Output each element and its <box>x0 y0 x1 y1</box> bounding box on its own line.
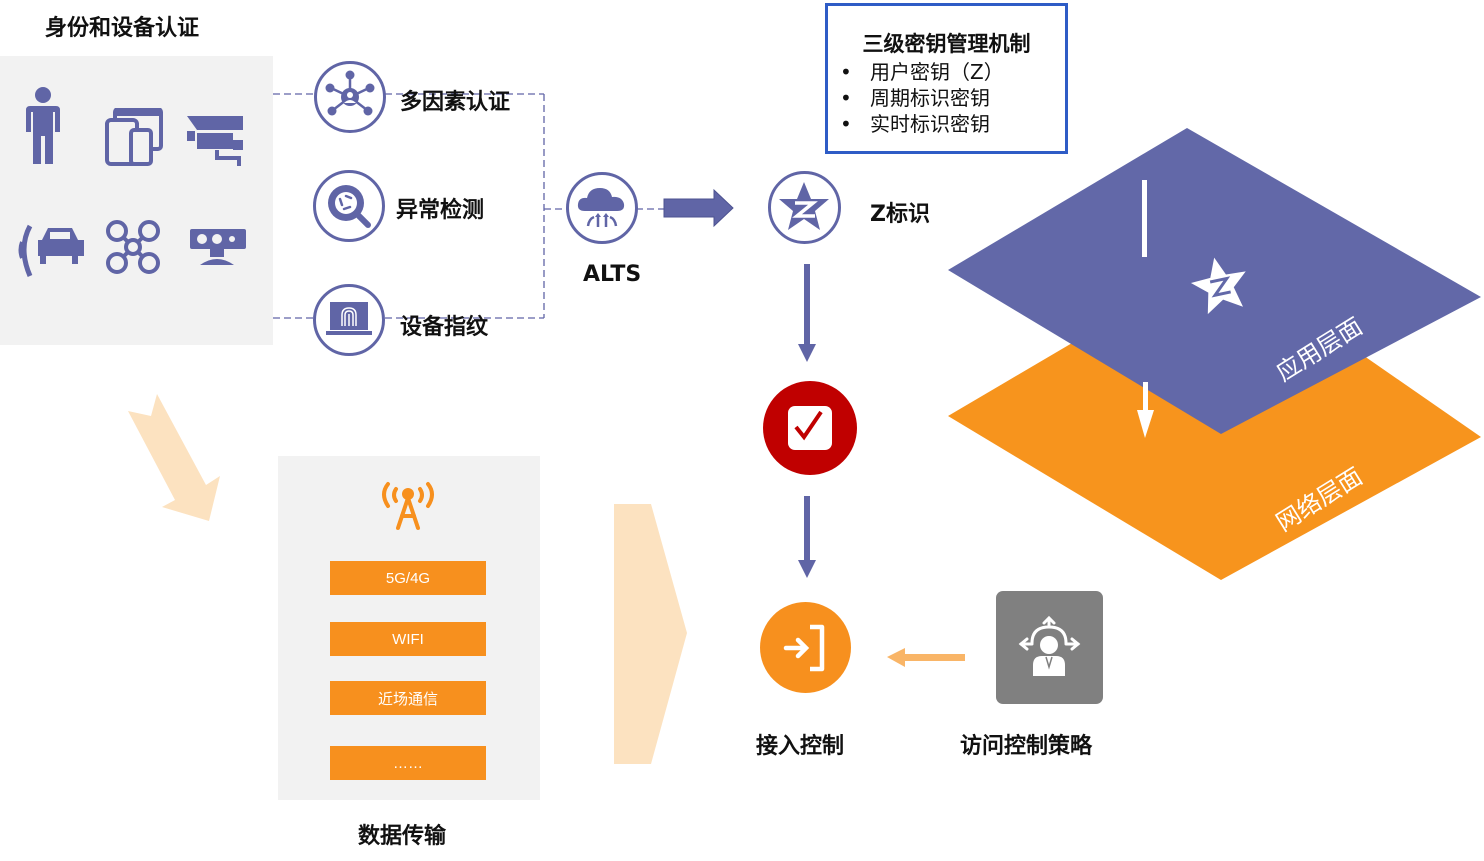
enter-icon <box>783 624 825 672</box>
identity-panel <box>0 56 273 345</box>
z-id-label: Z标识 <box>870 202 930 227</box>
flow-arrow-diagonal <box>128 394 220 521</box>
security-camera-icon <box>187 116 243 166</box>
sensor-camera-icon <box>190 229 246 265</box>
z-id-node <box>768 171 841 244</box>
multi-factor-auth-label: 多因素认证 <box>400 90 511 115</box>
alts-node <box>566 172 638 244</box>
fingerprint-laptop-icon <box>326 302 372 335</box>
z-star-icon <box>779 182 829 230</box>
verify-to-access-arrow <box>798 496 816 578</box>
access-policy-node <box>996 591 1103 704</box>
flow-arrow-chevron <box>614 504 687 764</box>
identity-title: 身份和设备认证 <box>45 16 200 41</box>
network-user-icon <box>325 70 375 116</box>
access-control-label: 接入控制 <box>756 734 845 759</box>
key-management-box: 三级密钥管理机制 •用户密钥（Z） •周期标识密钥 •实时标识密钥 <box>825 3 1068 154</box>
layer-line-upper <box>1142 180 1147 257</box>
drone-icon <box>106 220 160 274</box>
check-box-icon <box>788 406 832 450</box>
channel-nfc: 近场通信 <box>330 681 486 715</box>
cloud-upload-icon <box>577 188 625 227</box>
tablet-phone-icon <box>105 108 163 166</box>
device-fingerprint-node <box>313 284 385 356</box>
key-item: •周期标识密钥 <box>840 86 990 110</box>
device-fingerprint-label: 设备指纹 <box>400 315 489 340</box>
channel-more: …… <box>330 746 486 780</box>
z-star-layer-icon <box>1190 257 1246 315</box>
layer-arrow-down <box>1137 382 1154 438</box>
verification-node <box>763 381 857 475</box>
antenna-tower-icon <box>382 482 434 530</box>
key-management-title: 三级密钥管理机制 <box>862 32 1031 56</box>
policy-to-access-arrow <box>887 648 965 667</box>
key-item: •实时标识密钥 <box>840 112 990 136</box>
person-decision-icon <box>1018 615 1081 676</box>
dashed-connectors <box>273 93 664 319</box>
alts-label: ALTS <box>583 262 642 287</box>
z-to-verify-arrow <box>798 264 816 362</box>
key-item: •用户密钥（Z） <box>840 60 1004 84</box>
channel-5g4g: 5G/4G <box>330 561 486 595</box>
multi-factor-auth-node <box>314 61 386 133</box>
person-icon <box>26 87 60 164</box>
connected-car-icon <box>18 224 84 277</box>
anomaly-detection-label: 异常检测 <box>396 198 485 223</box>
access-control-node <box>760 602 851 693</box>
anomaly-detection-node <box>313 170 385 242</box>
alts-to-z-arrow <box>663 188 734 228</box>
channel-wifi: WIFI <box>330 622 486 656</box>
anomaly-search-icon <box>328 185 371 228</box>
data-transfer-label: 数据传输 <box>358 824 447 849</box>
access-policy-label: 访问控制策略 <box>960 734 1093 759</box>
